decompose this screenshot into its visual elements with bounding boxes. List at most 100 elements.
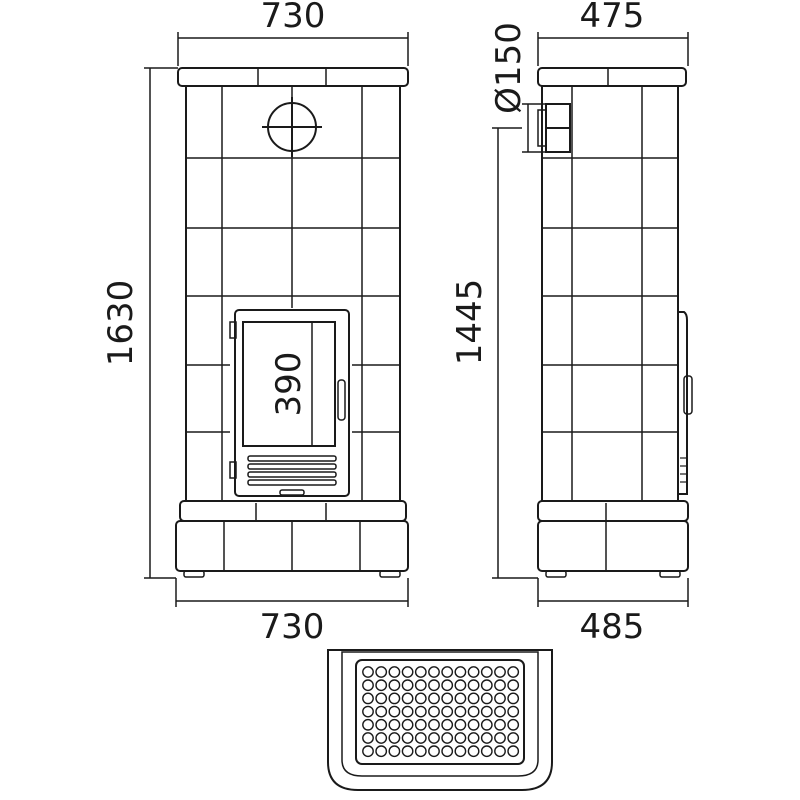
grille-hole	[494, 692, 506, 705]
grille-hole	[441, 745, 454, 758]
dim-door-height: 390	[269, 352, 309, 417]
grille-hole	[362, 692, 374, 705]
grille-hole	[388, 718, 401, 731]
grille-hole	[375, 692, 388, 705]
grille-hole	[441, 718, 454, 731]
grille-hole	[414, 679, 427, 692]
grille-hole	[507, 679, 520, 692]
grille-hole	[454, 692, 467, 705]
grille-hole	[388, 705, 401, 718]
grille-hole	[494, 718, 506, 731]
grille-hole	[388, 679, 401, 692]
grille-hole	[507, 666, 520, 678]
grille-hole	[428, 666, 440, 678]
grille-hole	[428, 705, 440, 718]
grille-hole	[454, 718, 467, 731]
grille-hole	[441, 705, 454, 718]
dim-front-height: 1630	[101, 280, 141, 367]
grille-outline	[327, 649, 553, 791]
grille-hole	[401, 679, 414, 692]
grille-hole	[480, 679, 493, 692]
grille-hole	[441, 666, 454, 678]
grille-hole	[441, 732, 454, 744]
grille-hole	[480, 745, 493, 758]
grille-hole	[467, 705, 480, 718]
grille-hole	[494, 705, 506, 718]
grille-hole	[414, 705, 427, 718]
grille-hole	[441, 692, 454, 705]
grille-hole	[414, 666, 427, 678]
grille-hole	[428, 679, 440, 692]
firebox-door	[229, 309, 350, 497]
grille-hole	[428, 718, 440, 731]
grille-hole	[428, 692, 440, 705]
dim-side-depth-top: 475	[580, 0, 645, 36]
grille-hole	[507, 692, 520, 705]
top-grille-view	[327, 649, 553, 791]
side-top-cap	[537, 67, 687, 87]
grille-hole	[441, 679, 454, 692]
dim-flue-height: 1445	[450, 279, 490, 366]
grille-hole	[454, 666, 467, 678]
grille-hole	[375, 705, 388, 718]
side-plinth	[537, 520, 689, 572]
grille-hole	[388, 666, 401, 678]
grille-hole	[414, 692, 427, 705]
grille-holes	[362, 666, 520, 758]
grille-hole	[401, 705, 414, 718]
grille-hole	[454, 679, 467, 692]
door-handle	[337, 379, 346, 421]
dim-flue-diameter: Ø150	[489, 22, 529, 114]
front-view	[175, 67, 409, 578]
grille-hole	[454, 732, 467, 744]
side-door-profile	[677, 311, 688, 495]
grille-hole	[467, 692, 480, 705]
grille-hole	[414, 745, 427, 758]
grille-hole	[467, 732, 480, 744]
grille-hole	[507, 705, 520, 718]
grille-hole	[375, 718, 388, 731]
grille-hole	[494, 666, 506, 678]
side-view	[537, 67, 693, 578]
front-top-cap	[177, 67, 409, 87]
grille-hole	[467, 679, 480, 692]
grille-hole	[362, 732, 374, 744]
grille-hole	[467, 718, 480, 731]
front-base-trim	[179, 500, 407, 522]
grille-hole	[507, 718, 520, 731]
side-body	[541, 85, 679, 502]
air-vent	[247, 455, 337, 486]
dim-front-width-top: 730	[261, 0, 326, 36]
grille-hole	[362, 745, 374, 758]
side-tile-grid	[542, 86, 678, 501]
grille-hole	[375, 679, 388, 692]
grille-hole	[388, 732, 401, 744]
grille-hole	[507, 732, 520, 744]
grille-hole	[362, 666, 374, 678]
grille-hole	[480, 666, 493, 678]
grille-hole	[454, 745, 467, 758]
grille-hole	[428, 745, 440, 758]
grille-hole	[401, 732, 414, 744]
grille-hole	[362, 679, 374, 692]
grille-hole	[401, 666, 414, 678]
dim-side-depth-bottom: 485	[580, 607, 645, 647]
grille-hole	[401, 692, 414, 705]
grille-hole	[480, 718, 493, 731]
grille-hole	[362, 718, 374, 731]
grille-hole	[375, 666, 388, 678]
grille-hole	[494, 745, 506, 758]
grille-hole	[388, 692, 401, 705]
side-base-trim	[537, 500, 689, 522]
grille-hole	[507, 745, 520, 758]
grille-hole	[401, 718, 414, 731]
grille-hole	[414, 732, 427, 744]
grille-hole	[428, 732, 440, 744]
grille-hole	[375, 732, 388, 744]
grille-hole	[494, 732, 506, 744]
grille-hole	[467, 666, 480, 678]
grille-hole	[480, 692, 493, 705]
grille-hole	[388, 745, 401, 758]
grille-hole	[467, 745, 480, 758]
